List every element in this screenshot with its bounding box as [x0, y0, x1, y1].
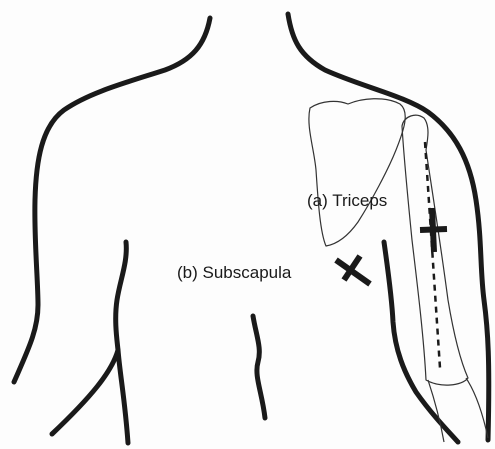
right-torso-line: [384, 242, 458, 442]
triceps-site-marker: [420, 208, 447, 252]
left-arm-inner-line: [52, 242, 126, 434]
torso-midline: [253, 316, 265, 418]
subscapula-label: (b) Subscapula: [177, 264, 291, 281]
triceps-measure-line: [425, 142, 440, 368]
forearm-bone-outline: [428, 378, 488, 442]
scapula-outline: [309, 99, 405, 246]
triceps-label: (a) Triceps: [307, 192, 387, 209]
right-body-outline: [288, 14, 489, 440]
subscapula-site-marker: [336, 256, 370, 284]
left-body-outline: [14, 18, 210, 382]
left-torso-line: [118, 350, 128, 443]
